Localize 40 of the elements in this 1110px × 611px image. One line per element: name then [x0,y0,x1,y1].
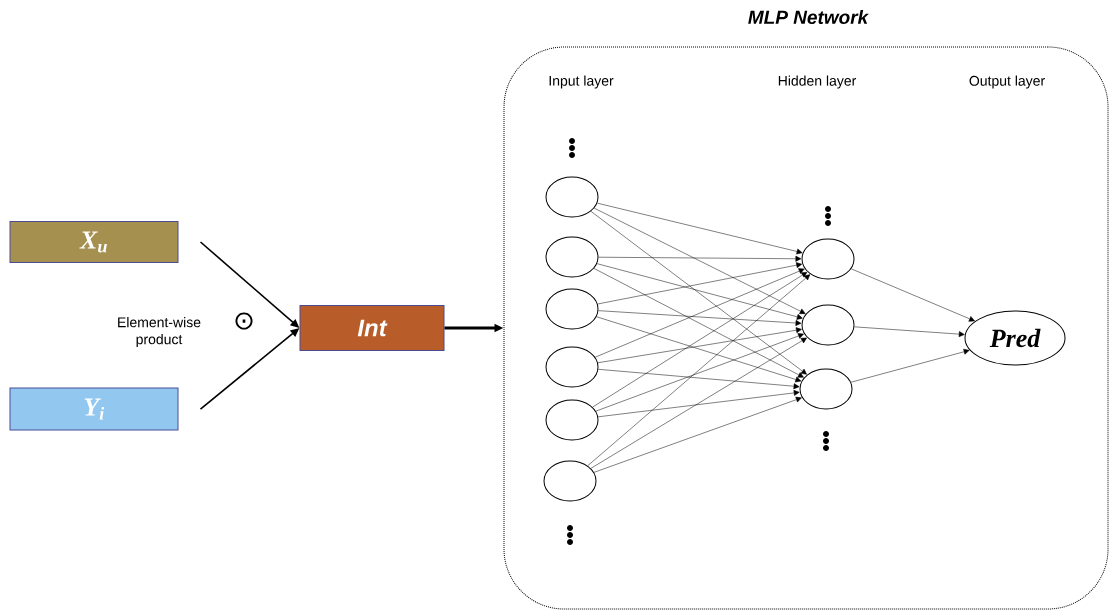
arrow [851,268,975,322]
arrow [594,207,806,314]
output-node: Pred [964,310,1066,366]
layer-label: Input layer [549,75,614,89]
neuron-circle [801,238,855,280]
arrow [592,272,808,408]
arrow [598,369,800,390]
input-box: Int [299,305,445,351]
arrow [596,316,802,383]
arrow [597,262,802,305]
node-label: MLP Network [748,10,869,24]
arrow [595,333,804,412]
neuron-circle [543,460,597,502]
arrow [850,348,970,383]
arrow [593,268,804,378]
arrow [598,255,802,262]
neuron-circle [545,236,599,278]
arrow [593,396,802,473]
arrow [590,211,807,375]
neuron-circle [801,304,855,346]
neuron-circle [545,399,599,441]
arrow [590,337,807,469]
arrow [597,390,800,418]
operator-symbol: ⊙ [235,312,253,330]
arrow [595,268,805,358]
caption-text: Element-wise product [118,317,201,348]
input-box: Y$_{i}$ [9,387,179,431]
arrow [587,274,811,466]
arrow [597,202,803,255]
arrow [597,327,802,363]
neuron-circle [545,346,599,388]
neuron-circle [545,288,599,330]
layer-label: Hidden layer [778,75,857,89]
neuron-circle [799,368,853,410]
neuron-circle [545,176,599,218]
arrow [596,263,803,320]
layer-label: Output layer [969,75,1045,89]
arrow [854,326,965,338]
arrow [598,310,802,326]
input-box: X$_{u}$ [9,221,179,263]
